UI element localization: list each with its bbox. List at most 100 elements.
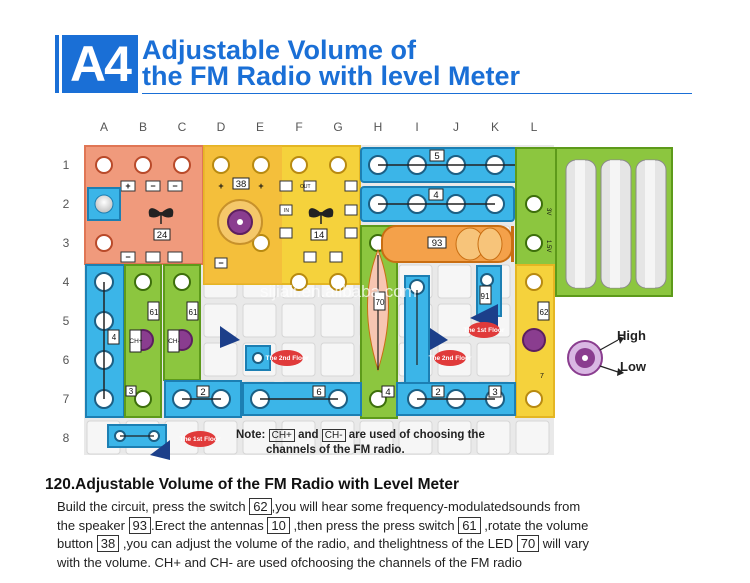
svg-text:−: − <box>218 258 223 268</box>
row-label-3: 3 <box>62 236 70 250</box>
floor-badge-1: The 1st Floor <box>464 327 505 334</box>
floor-badge-4: The 1st Floor <box>180 436 221 443</box>
circuit-diagram: 5 4 38 24 14 93 91 61 61 62 70 4 CH+ CH-… <box>84 145 673 460</box>
note-chp: CH+ <box>268 429 295 442</box>
row-label-2: 2 <box>62 197 70 211</box>
row-label-5: 5 <box>62 314 70 328</box>
label-p4b: 4 <box>385 387 390 398</box>
para-3c: will vary <box>539 536 590 552</box>
label-3v: 3V <box>545 208 551 215</box>
col-label-l: L <box>530 120 538 134</box>
knob-label-high: High <box>617 328 646 343</box>
col-label-a: A <box>99 120 108 134</box>
label-in: IN <box>284 208 289 214</box>
row-label-7: 7 <box>62 392 70 406</box>
col-label-b: B <box>138 120 147 134</box>
ref-62: 62 <box>249 498 272 515</box>
note-suffix: are used of choosing the <box>348 429 485 441</box>
label-w6: 6 <box>316 387 321 398</box>
para-2b: .Erect the antennas <box>151 517 268 533</box>
knob-label-low: Low <box>620 359 647 374</box>
svg-text:−: − <box>150 181 155 191</box>
row-label-1: 1 <box>62 158 70 172</box>
col-label-g: G <box>333 120 343 134</box>
ref-70: 70 <box>516 535 540 553</box>
col-label-i: I <box>415 120 419 134</box>
label-p70: 70 <box>376 298 385 307</box>
para-3b: ,you can adjust the volume of the radio,… <box>119 536 517 552</box>
volume-knob-side <box>567 336 624 376</box>
arrow-i5 <box>430 328 448 350</box>
section-paragraph: Build the circuit, press the switch 62,y… <box>57 498 707 572</box>
cyan-snap-a2 <box>87 187 121 221</box>
para-2c: ,then press the press switch <box>289 517 459 533</box>
label-w3: 3 <box>492 387 497 398</box>
label-w2: 2 <box>200 387 205 398</box>
project-badge: A4 <box>62 35 138 93</box>
col-label-h: H <box>373 120 383 134</box>
label-w4: 4 <box>433 190 438 201</box>
svg-text:+: + <box>218 181 223 191</box>
row-label-4: 4 <box>62 275 70 289</box>
wire-6 <box>242 382 362 416</box>
para-2d: ,rotate the volume <box>480 517 589 533</box>
label-p4: 4 <box>112 333 117 342</box>
label-p3: 3 <box>129 387 134 396</box>
label-p91: 91 <box>481 292 490 301</box>
note-chm: CH- <box>321 429 346 442</box>
label-chm: CH- <box>168 338 180 345</box>
yellow-module <box>203 145 361 291</box>
col-label-f: F <box>295 120 303 134</box>
row-label-6: 6 <box>62 353 70 367</box>
wire-4-top <box>360 186 515 222</box>
label-p14: 14 <box>314 230 325 241</box>
ref-38: 38 <box>96 535 120 553</box>
col-label-c: C <box>177 120 187 134</box>
label-p61a: 61 <box>150 308 159 317</box>
switch-62-column <box>515 264 555 418</box>
row-label-8: 8 <box>62 431 70 445</box>
ref-10: 10 <box>267 516 290 534</box>
label-p24: 24 <box>157 230 168 241</box>
note-line2: channels of the FM radio. <box>266 444 405 456</box>
page-title-line2: the FM Radio with level Meter <box>142 61 521 91</box>
wire-row8 <box>107 424 170 460</box>
para-2a: the speaker <box>57 517 129 533</box>
speaker-93 <box>381 225 514 263</box>
ref-61: 61 <box>458 516 481 534</box>
page-title-line1: Adjustable Volume of <box>142 35 417 65</box>
note-prefix: Note: <box>236 429 266 441</box>
svg-text:+: + <box>258 181 263 191</box>
para-1b: ,you will hear some frequency-modulateds… <box>271 499 581 514</box>
svg-text:−: − <box>125 252 130 262</box>
label-chp: CH+ <box>129 338 142 345</box>
badge-bar <box>55 35 59 93</box>
switch-ch-minus <box>163 264 201 381</box>
floor-badge-3: The 2nd Floor <box>429 355 472 362</box>
board-note: Note: CH+ and CH- are used of choosing t… <box>236 428 485 457</box>
note-and: and <box>298 429 319 441</box>
watermark: sijiali.en.alibaba.com <box>260 282 417 301</box>
ref-93: 93 <box>128 516 152 534</box>
label-p93: 93 <box>432 238 443 249</box>
label-p61b: 61 <box>189 308 198 317</box>
label-p38: 38 <box>236 179 247 190</box>
col-label-e: E <box>255 120 264 134</box>
para-1a: Build the circuit, press the switch <box>57 499 250 514</box>
label-w2b: 2 <box>435 387 440 398</box>
label-out: OUT <box>300 184 311 190</box>
col-label-d: D <box>216 120 226 134</box>
label-p7: 7 <box>540 373 544 380</box>
label-15v: 1.5V <box>545 240 551 252</box>
col-label-j: J <box>453 120 459 134</box>
cyan-snap-e6 <box>220 326 271 371</box>
svg-text:+: + <box>125 181 130 191</box>
col-label-k: K <box>490 120 499 134</box>
wire-row7-right <box>396 382 516 416</box>
label-w5: 5 <box>434 151 439 162</box>
para-4: with the volume. CH+ and CH- are used of… <box>57 554 522 570</box>
svg-text:−: − <box>172 181 177 191</box>
para-3a: button <box>57 536 97 552</box>
section-title: 120.Adjustable Volume of the FM Radio wi… <box>45 476 459 493</box>
label-p62: 62 <box>540 308 549 317</box>
